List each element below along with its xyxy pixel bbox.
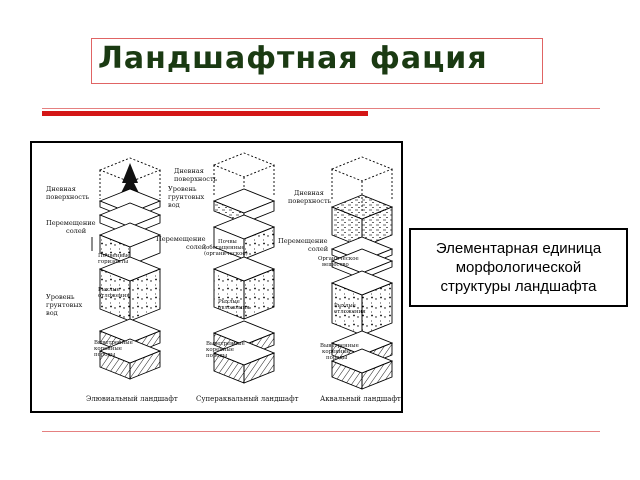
- column-eluvial: [91, 157, 162, 380]
- aqual-loose-block: [330, 270, 394, 336]
- aqual-bedrock-2: [330, 348, 394, 390]
- superaqual-loose-label-2: отложения: [218, 305, 250, 311]
- superaqual-soil-block: [212, 214, 276, 260]
- eluvial-bedrock-label-1: Выветренные: [94, 340, 133, 346]
- superaqual-soil-label-3: (органическое): [204, 250, 248, 257]
- superaqual-gw-label-2: грунтовых: [168, 193, 205, 201]
- superaqual-salts-label-1: Перемещение: [156, 235, 206, 243]
- slide-title: Ландшафтная фация: [98, 41, 488, 76]
- eluvial-loose-label-2: отложения: [98, 293, 130, 299]
- definition-line-3: структуры ландшафта: [440, 278, 597, 295]
- eluvial-caption: Элювиальный ландшафт: [86, 395, 178, 403]
- eluvial-loose-label-1: Рыхлые: [98, 287, 120, 293]
- eluvial-surface-label-2: поверхность: [46, 193, 90, 201]
- eluvial-bedrock-label-3: породы: [94, 352, 116, 358]
- aqual-bedrock-label-2: коренные: [322, 349, 350, 355]
- superaqual-gw-label-1: Уровень: [168, 185, 197, 193]
- eluvial-gw-label-2: грунтовых: [46, 301, 83, 309]
- eluvial-soil-block: [98, 222, 162, 266]
- eluvial-gw-label-3: вод: [46, 309, 58, 317]
- definition-line-2: морфологической: [455, 259, 582, 276]
- aqual-salts-label-2: солей: [308, 245, 329, 253]
- definition-text: Элементарная единица морфологической стр…: [436, 239, 601, 296]
- superaqual-bedrock-label-2: коренные: [206, 347, 234, 353]
- aqual-bedrock-label-3: породы: [326, 355, 348, 361]
- superaqual-loose-block: [212, 256, 276, 320]
- aqual-bedrock-label-1: Выветренные: [320, 343, 359, 349]
- eluvial-loose-block: [98, 256, 162, 322]
- eluvial-surface-label-1: Дневная: [46, 185, 76, 193]
- aqual-salts-label-1: Перемещение: [278, 237, 328, 245]
- aqual-water-cube: [330, 194, 394, 248]
- eluvial-salts-label-1: Перемещение: [46, 219, 96, 227]
- column-superaqual: [212, 152, 276, 384]
- divider-thin-top: [42, 108, 600, 109]
- title-box: Ландшафтная фация: [91, 38, 543, 84]
- aqual-labels: Дневная поверхность Перемещение солей Ор…: [278, 189, 401, 403]
- definition-box: Элементарная единица морфологической стр…: [409, 228, 628, 307]
- superaqual-gw-label-3: вод: [168, 201, 180, 209]
- eluvial-salts-label-2: солей: [66, 227, 87, 235]
- superaqual-surface-label-1: Дневная: [174, 167, 204, 175]
- superaqual-soil-label-2: (обогащенные: [204, 244, 245, 251]
- superaqual-soil-label-1: Почвы: [218, 239, 238, 245]
- eluvial-soil-label-1: Почвенные: [98, 253, 130, 259]
- superaqual-surface-label-2: поверхность: [174, 175, 218, 183]
- aqual-surface-label-2: поверхность: [288, 197, 332, 205]
- eluvial-soil-label-2: горизонты: [98, 259, 129, 265]
- aqual-loose-label-2: отложения: [334, 309, 366, 315]
- aqual-organic-label-1: Органическое: [318, 256, 359, 262]
- superaqual-bedrock-label-1: Выветренные: [206, 341, 245, 347]
- eluvial-bedrock-label-2: коренные: [94, 346, 122, 352]
- eluvial-gw-label-1: Уровень: [46, 293, 75, 301]
- eluvial-labels: Дневная поверхность Перемещение солей По…: [46, 185, 178, 403]
- landscape-figure: Дневная поверхность Перемещение солей По…: [30, 141, 403, 413]
- superaqual-caption: Супераквальный ландшафт: [196, 395, 299, 403]
- superaqual-bedrock-label-3: породы: [206, 353, 228, 359]
- aqual-organic-label-2: вещество: [322, 262, 349, 268]
- aqual-caption: Аквальный ландшафт: [320, 395, 401, 403]
- superaqual-bedrock-2: [212, 340, 276, 384]
- column-aqual: [330, 156, 394, 390]
- definition-line-1: Элементарная единица: [435, 240, 602, 257]
- eluvial-bedrock-2: [98, 338, 162, 380]
- superaqual-labels: Дневная поверхность Уровень грунтовых во…: [156, 167, 299, 403]
- landscape-diagram: Дневная поверхность Перемещение солей По…: [46, 152, 401, 403]
- divider-thin-bottom: [42, 431, 600, 432]
- aqual-surface-label-1: Дневная: [294, 189, 324, 197]
- divider-thick: [42, 111, 368, 116]
- superaqual-salts-label-2: солей: [186, 243, 207, 251]
- superaqual-loose-label-1: Рыхлые: [218, 299, 240, 305]
- aqual-loose-label-1: Рыхлые: [334, 303, 356, 309]
